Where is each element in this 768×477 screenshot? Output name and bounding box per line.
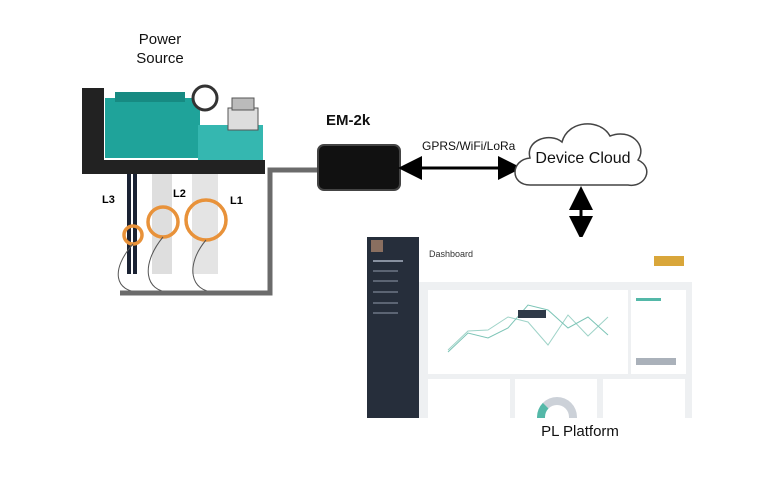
signal-cable xyxy=(120,167,318,296)
cloud-label: Device Cloud xyxy=(535,150,631,167)
dashboard-title: Dashboard xyxy=(429,249,474,259)
generator-icon xyxy=(82,84,265,174)
em-2k-device xyxy=(317,144,401,191)
device-label: EM-2k xyxy=(326,112,371,129)
power-source-line2: Source xyxy=(136,50,184,67)
phase-label-l2: L2 xyxy=(173,188,186,200)
platform-label: PL Platform xyxy=(541,423,619,440)
link-label: GPRS/WiFi/LoRa xyxy=(422,139,516,153)
phase-label-l1: L1 xyxy=(230,195,243,207)
dashboard-sidebar xyxy=(367,237,419,418)
phase-label-l3: L3 xyxy=(102,194,115,206)
power-source-line1: Power xyxy=(138,31,182,48)
busbars xyxy=(127,174,218,274)
cloud-icon xyxy=(514,123,648,186)
dashboard-screenshot: Dashboard xyxy=(367,237,692,418)
line-chart-card xyxy=(428,290,628,374)
